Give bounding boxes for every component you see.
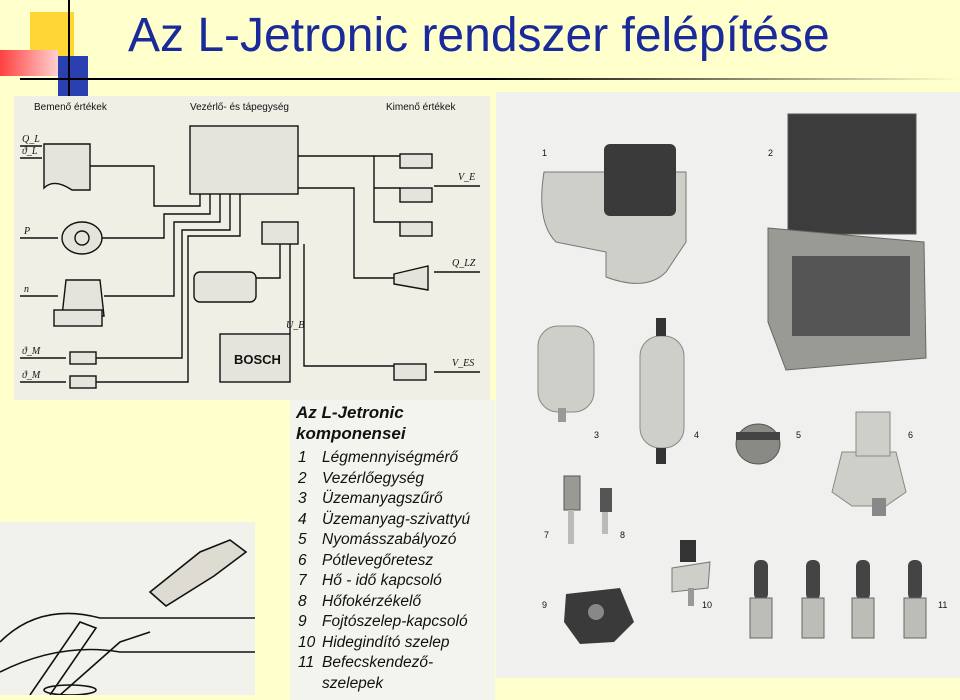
air-flow-meter-shape (541, 144, 687, 284)
control-unit-shape (767, 113, 927, 371)
decor-square-red (0, 50, 58, 76)
schematic-control-label: Vezérlő- és tápegység (190, 102, 289, 113)
list-item-continuation: szelepek (322, 674, 384, 692)
output-ve: V_E (458, 172, 475, 183)
fuel-filter-shape (537, 325, 595, 422)
photo-label-11: 11 (938, 600, 947, 610)
output-ves: V_ES (452, 358, 474, 369)
photo-label-3: 3 (594, 430, 599, 440)
input-p: P (23, 226, 30, 237)
photo-label-4: 4 (694, 430, 699, 440)
decor-line-vertical (68, 0, 70, 100)
system-schematic: Bemenő értékek Vezérlő- és tápegység Kim… (14, 96, 490, 400)
battery-voltage: U_B (286, 320, 304, 331)
decor-square-blue (58, 56, 88, 96)
photo-label-9: 9 (542, 600, 547, 610)
photo-label-8: 8 (620, 530, 625, 540)
throttle-switch-shape (564, 588, 634, 644)
photo-label-10: 10 (702, 600, 712, 610)
components-photo: 1 2 3 4 5 6 7 8 9 10 11 (496, 92, 960, 678)
cold-start-valve-shape (671, 540, 711, 606)
slide-title: Az L-Jetronic rendszer felépítése (128, 9, 830, 62)
input-theta-m-1: ϑ_M (22, 346, 41, 357)
output-qlz: Q_LZ (452, 258, 476, 269)
schematic-output-label: Kimenő értékek (386, 102, 456, 113)
photo-label-1: 1 (542, 148, 547, 158)
temperature-sensors-shape (563, 475, 612, 544)
pressure-regulator-shape (735, 423, 781, 465)
engine-cross-section (0, 522, 255, 696)
title-rule (20, 78, 960, 80)
battery-brand: BOSCH (234, 352, 281, 367)
aux-air-device-shape (831, 411, 907, 516)
input-ql: Q_L (22, 134, 40, 145)
input-n: n (24, 284, 29, 295)
fuel-pump-shape (639, 318, 685, 464)
input-theta-m-2: ϑ_M (22, 370, 41, 381)
input-theta-l: ϑ_L (22, 146, 38, 157)
component-list-title: Az L-Jetronic komponensei (296, 403, 406, 443)
decor-square-yellow (30, 12, 74, 56)
injectors-shape (749, 560, 927, 639)
photo-label-6: 6 (908, 430, 913, 440)
photo-label-2: 2 (768, 148, 773, 158)
photo-label-5: 5 (796, 430, 801, 440)
photo-label-7: 7 (544, 530, 549, 540)
schematic-input-label: Bemenő értékek (34, 102, 108, 113)
